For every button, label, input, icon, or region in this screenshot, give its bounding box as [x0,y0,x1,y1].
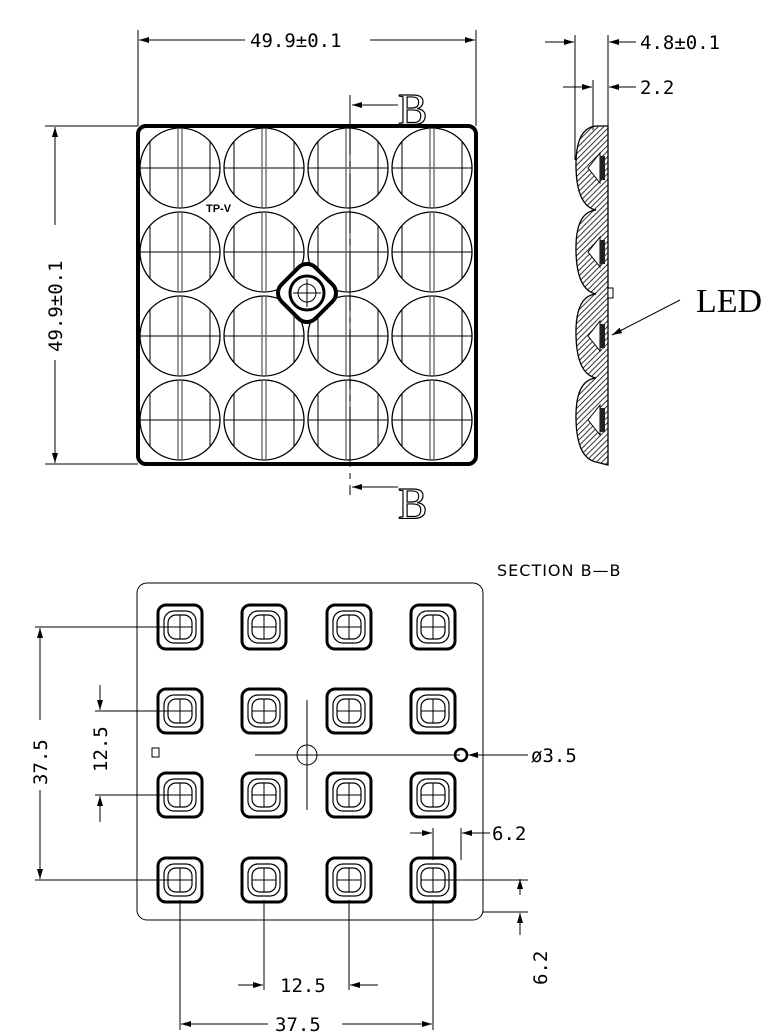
led [600,240,605,264]
pitch-vertical-dimension: 12.5 [90,726,112,772]
lens [223,295,305,377]
section-marker-top: B [398,85,427,134]
plate-outline [136,582,484,921]
lens [391,379,473,461]
lens-plate-outline [136,124,478,466]
outer-pitch-vertical-dimension: 37.5 [30,739,52,785]
led [600,408,605,432]
part-label: TP-V [206,203,232,215]
led [600,324,605,348]
section-title: SECTION B—B [497,561,622,580]
lens [391,211,473,293]
edge-offset-vertical-dimension: 6.2 [530,951,552,985]
section-marker-bottom: B [398,479,427,528]
lens [391,295,473,377]
locating-pin [453,747,469,763]
led-socket [325,603,373,651]
led-socket [409,687,457,735]
total-thickness-dimension: 4.8±0.1 [640,32,720,54]
hole-diameter-dimension: ø3.5 [531,745,577,767]
led-leader [611,299,681,336]
lens [139,127,221,209]
led-label: LED [696,283,762,320]
led-socket [240,603,288,651]
led-socket [325,771,373,819]
section-profile [575,125,614,466]
side-view: 4.8±0.1 2.2 LED SECTION B—B [497,32,762,580]
center-hole [296,744,318,766]
lens-array [139,127,473,461]
lens [391,127,473,209]
led-socket [409,603,457,651]
locating-pin [607,287,614,299]
lens [223,211,305,293]
center-hub [276,262,338,324]
lens [223,127,305,209]
led-socket [325,687,373,735]
led-socket [240,771,288,819]
led-socket [409,771,457,819]
lens [307,127,389,209]
edge-offset-horizontal-dimension: 6.2 [492,823,526,845]
orientation-mark [151,747,160,758]
lens [307,379,389,461]
width-dimension: 49.9±0.1 [250,30,342,52]
lens [139,295,221,377]
base-thickness-dimension: 2.2 [640,77,674,99]
pitch-horizontal-dimension: 12.5 [280,975,326,997]
height-dimension: 49.9±0.1 [45,260,67,352]
led-socket [156,603,204,651]
lens [223,379,305,461]
led-socket [325,856,373,904]
section-hatch [575,125,609,466]
top-view: TP-V 49.9±0.1 49.9±0.1 B B [45,30,478,529]
bottom-view: ø3.5 37.5 12.5 6.2 6.2 12.5 37.5 [30,582,577,1032]
led-socket [240,856,288,904]
led-socket [240,687,288,735]
led [600,156,605,180]
lens [139,211,221,293]
lens [139,379,221,461]
outer-pitch-horizontal-dimension: 37.5 [275,1014,321,1032]
